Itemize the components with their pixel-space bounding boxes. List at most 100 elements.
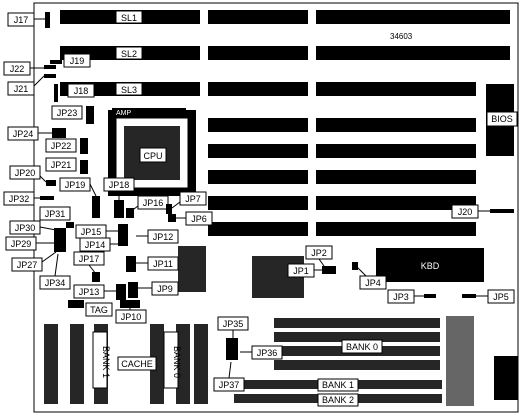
jp6-label: JP6 xyxy=(191,214,207,224)
jp21-label: JP21 xyxy=(51,160,72,170)
callout-jp32 xyxy=(3,191,54,206)
jp7-label: JP7 xyxy=(185,194,201,204)
callout-j22 xyxy=(3,61,56,76)
jp30-label: JP30 xyxy=(15,223,36,233)
kbd-connector xyxy=(376,248,484,282)
jp9-label: JP9 xyxy=(157,284,173,294)
bank1-left-label: BANK 1 xyxy=(101,346,111,378)
j20-label: J20 xyxy=(458,207,473,217)
j19-label: J19 xyxy=(70,56,85,66)
left-memory-block xyxy=(44,300,208,404)
callout-jp5 xyxy=(462,289,515,304)
jp31-label: JP31 xyxy=(45,209,66,219)
callout-j17 xyxy=(7,12,50,28)
jp20-label: JP20 xyxy=(15,168,36,178)
j21-label: J21 xyxy=(14,84,29,94)
bank1-right-box xyxy=(317,378,359,392)
tag-label: TAG xyxy=(90,305,108,315)
callout-tag xyxy=(85,302,113,317)
amp-bar xyxy=(112,108,186,116)
j18-label: J18 xyxy=(74,86,89,96)
cache-box xyxy=(117,356,157,371)
jp17-label: JP17 xyxy=(79,254,100,264)
callout-jp10 xyxy=(115,300,147,324)
callout-jp34 xyxy=(39,253,71,290)
jp35-label: JP35 xyxy=(223,319,244,329)
bank0-left-label: BANK 0 xyxy=(172,346,182,378)
bank2-right-label: BANK 2 xyxy=(322,395,354,405)
j17-label: J17 xyxy=(14,15,29,25)
jp24-label: JP24 xyxy=(13,129,34,139)
jp23-label: JP23 xyxy=(57,108,78,118)
bank0-right-label: BANK 0 xyxy=(346,342,378,352)
callout-jp21 xyxy=(45,157,88,174)
bios-label-box xyxy=(486,111,518,127)
jp11-label: JP11 xyxy=(153,259,173,269)
slot-row-6 xyxy=(208,170,476,184)
cpu-socket xyxy=(108,110,196,196)
bank1-right-label: BANK 1 xyxy=(322,380,354,390)
callout-jp29 xyxy=(5,236,54,251)
jp16-label: JP16 xyxy=(143,198,164,208)
slot-row-5 xyxy=(208,144,476,158)
callout-jp6 xyxy=(168,211,213,226)
slot-row-8 xyxy=(208,222,476,236)
jp36-label: JP36 xyxy=(257,348,278,358)
jp13-label: JP13 xyxy=(79,287,100,297)
jp2-label: JP2 xyxy=(311,248,327,258)
bank0-left-box xyxy=(163,331,179,389)
amp-label: AMP xyxy=(116,110,132,117)
callout-jp35 xyxy=(217,316,249,360)
slot-row-7 xyxy=(208,196,476,210)
sl2-label-box xyxy=(115,46,143,60)
sl3-label-box xyxy=(115,82,143,96)
jp15-label: JP15 xyxy=(81,227,102,237)
chipset-1 xyxy=(178,246,206,292)
callout-jp12 xyxy=(136,229,179,244)
j22-label: J22 xyxy=(10,64,25,74)
sl1-label: SL1 xyxy=(121,13,137,23)
bank2-right-box xyxy=(317,393,359,407)
jp37-label: JP37 xyxy=(219,380,240,390)
callout-jp14 xyxy=(79,237,118,252)
jp22-label: JP22 xyxy=(51,141,72,151)
callout-jp3 xyxy=(387,289,436,304)
callout-jp1 xyxy=(287,263,336,278)
cpu-label: CPU xyxy=(143,151,162,161)
jp4-label: JP4 xyxy=(365,278,381,288)
sl1-label-box xyxy=(115,10,143,24)
callout-j21 xyxy=(7,74,56,96)
callout-jp16 xyxy=(126,195,169,218)
sl3-label: SL3 xyxy=(121,85,137,95)
slot-row-2 xyxy=(60,46,510,60)
callout-jp17 xyxy=(73,251,105,282)
callout-jp37 xyxy=(213,361,245,392)
slot-row-4 xyxy=(208,118,476,132)
callout-jp13 xyxy=(73,284,126,300)
bank1-left-box xyxy=(92,331,108,389)
callout-jp27 xyxy=(11,251,57,272)
callout-jp23 xyxy=(51,105,94,124)
sl2-label: SL2 xyxy=(121,49,137,59)
kbd-label: KBD xyxy=(421,261,440,271)
jp12-label: JP12 xyxy=(153,232,174,242)
jp32-label: JP32 xyxy=(9,194,30,204)
callout-jp22 xyxy=(45,138,88,154)
bank0-right-box xyxy=(341,339,383,354)
callout-jp11 xyxy=(126,256,179,272)
jp27-label: JP27 xyxy=(17,260,38,270)
jp1-label: JP1 xyxy=(293,266,309,276)
callout-j18 xyxy=(54,83,95,102)
callout-jp2 xyxy=(305,245,333,267)
jp34-label: JP34 xyxy=(45,278,66,288)
callout-jp19 xyxy=(59,177,100,218)
callout-jp18 xyxy=(103,177,135,218)
jp29-label: JP29 xyxy=(11,239,32,249)
callout-jp4 xyxy=(352,262,387,290)
jp3-label: JP3 xyxy=(393,292,409,302)
jp18-label: JP18 xyxy=(109,180,130,190)
jp14-label: JP14 xyxy=(85,240,106,250)
callout-j19 xyxy=(50,53,91,68)
callout-jp7 xyxy=(166,191,207,214)
callout-jp20 xyxy=(9,165,56,186)
